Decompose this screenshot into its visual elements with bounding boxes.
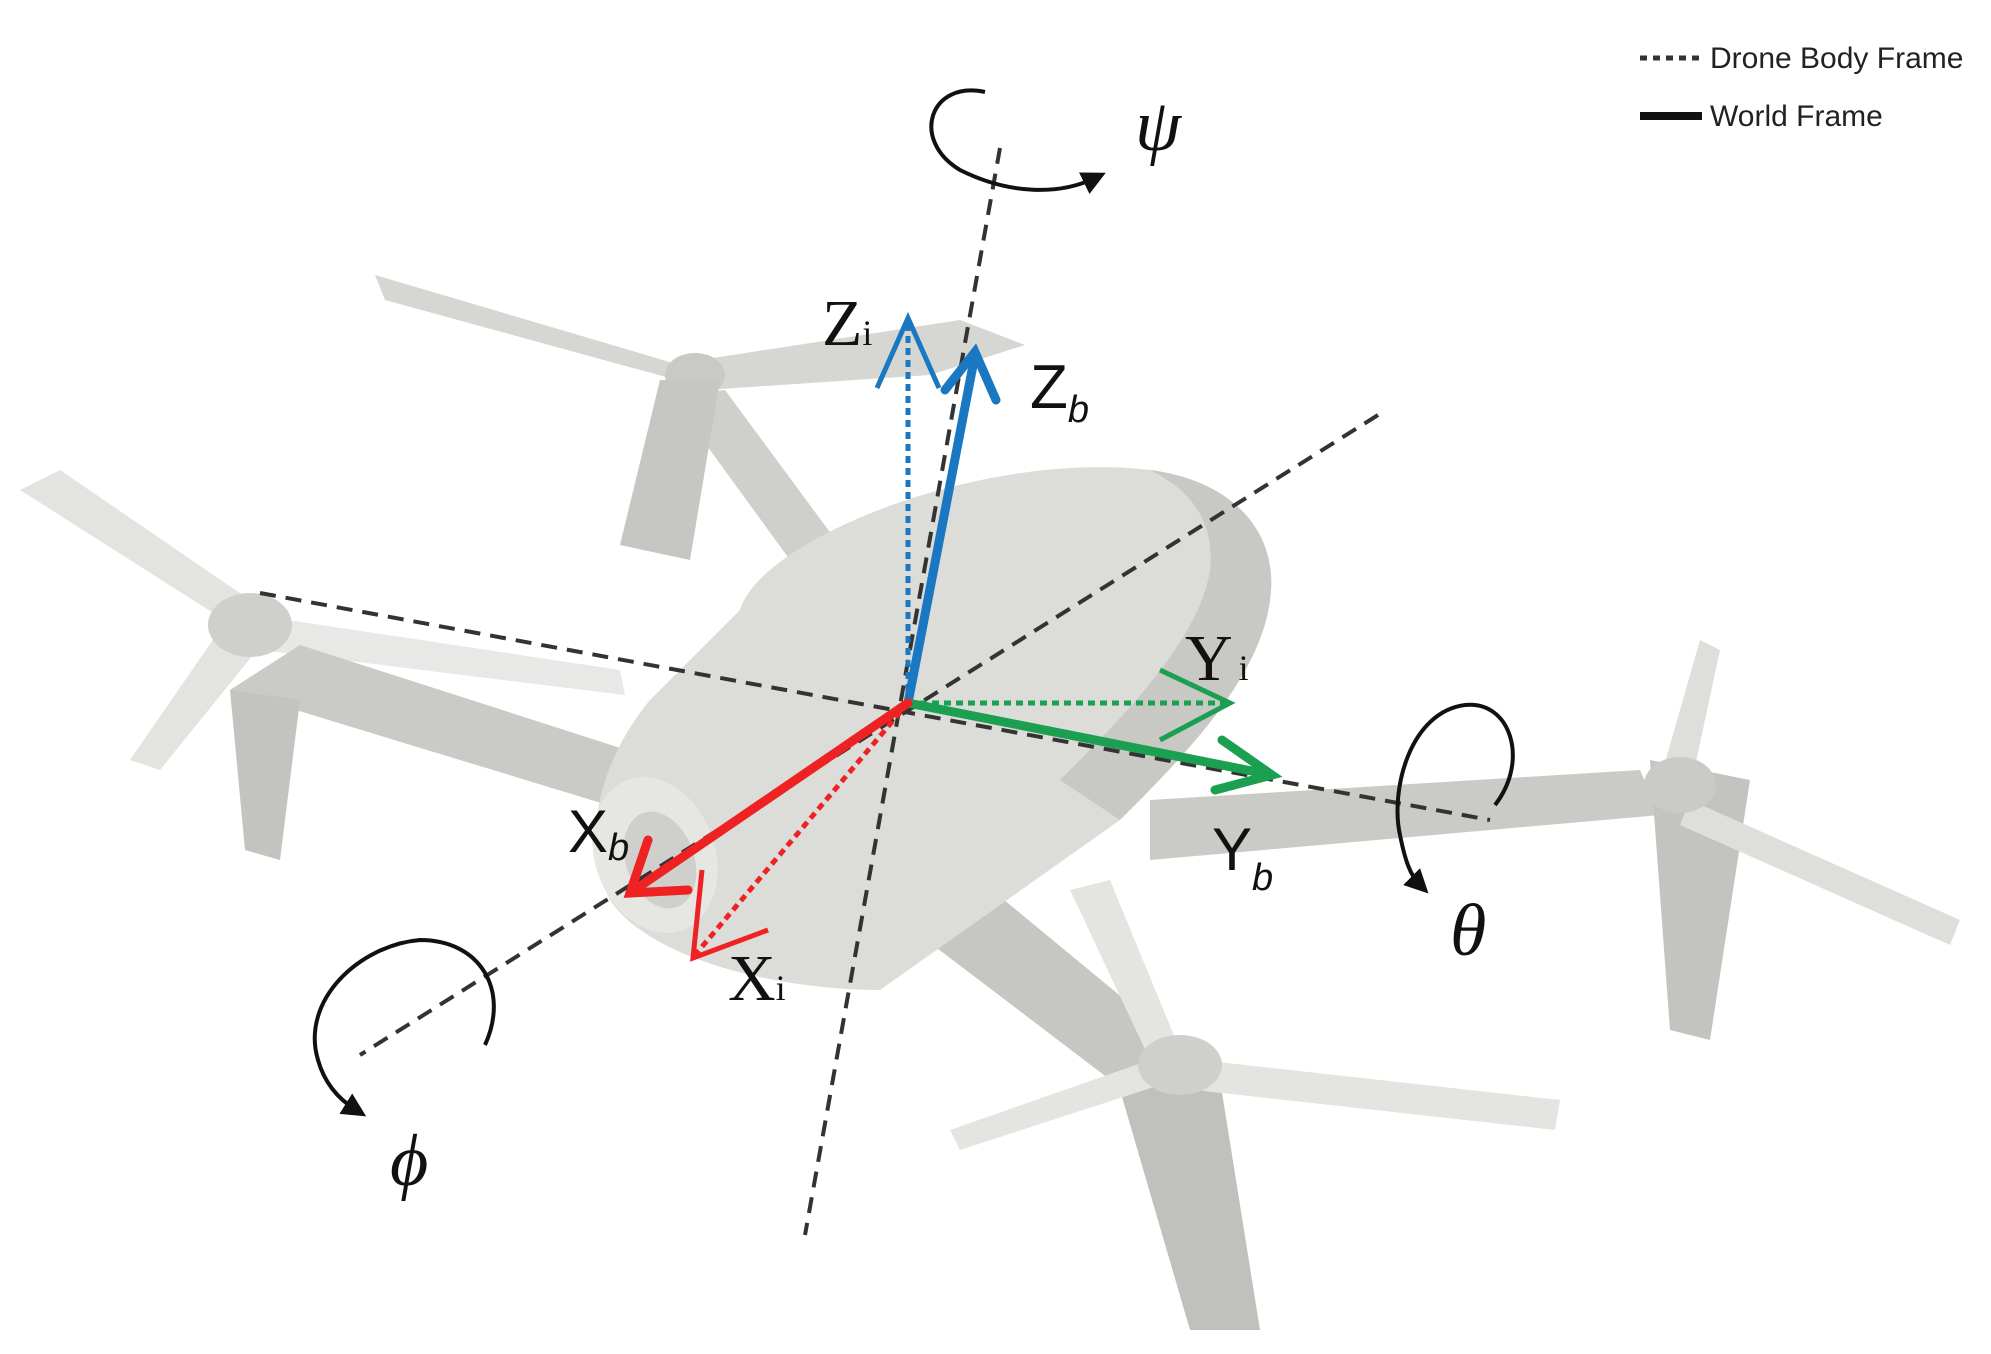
arm-front-left bbox=[230, 645, 720, 860]
angle-labels: ψ θ ϕ bbox=[390, 85, 1486, 1202]
pitch-angle-label: θ bbox=[1450, 890, 1486, 972]
rotation-arrows bbox=[312, 88, 1515, 1117]
drone-illustration bbox=[20, 275, 1960, 1330]
y-body-arrowhead bbox=[1210, 735, 1283, 795]
drone-body bbox=[592, 467, 1272, 990]
z-body-arrowhead bbox=[940, 343, 1001, 405]
propeller-bottom bbox=[950, 880, 1560, 1150]
y-body-axis bbox=[903, 698, 1277, 780]
z-world-label: Zi bbox=[822, 287, 872, 360]
dashed-pitch-axis bbox=[259, 591, 1491, 822]
x-world-arrowhead bbox=[690, 869, 769, 962]
propeller-back-left bbox=[375, 275, 1025, 397]
arm-bottom bbox=[900, 880, 1260, 1330]
x-body-arrowhead bbox=[623, 835, 693, 898]
x-body-axis bbox=[625, 698, 913, 898]
body-frame-axes bbox=[623, 343, 1283, 898]
propeller-front-left bbox=[20, 470, 625, 770]
x-world-label: Xi bbox=[728, 942, 786, 1015]
x-world-axis bbox=[693, 701, 910, 957]
pitch-rotation-icon bbox=[1395, 702, 1515, 894]
dashed-yaw-axis bbox=[803, 147, 1002, 1236]
world-frame-axes bbox=[690, 311, 1236, 962]
y-world-arrowhead bbox=[1158, 667, 1236, 743]
z-body-label: Zb bbox=[1030, 353, 1089, 431]
roll-rotation-icon bbox=[312, 937, 496, 1117]
legend-body-frame-label: Drone Body Frame bbox=[1710, 42, 1963, 75]
yaw-rotation-icon bbox=[929, 88, 1106, 195]
y-body-label: Yb bbox=[1212, 816, 1273, 899]
legend: Drone Body Frame World Frame bbox=[1640, 42, 1963, 133]
yaw-angle-label: ψ bbox=[1135, 85, 1183, 167]
propeller-right bbox=[1644, 640, 1960, 945]
z-body-axis bbox=[903, 350, 980, 708]
roll-angle-label: ϕ bbox=[390, 1120, 428, 1202]
legend-world-frame-label: World Frame bbox=[1710, 100, 1883, 133]
x-body-label: Xb bbox=[568, 798, 629, 869]
z-world-arrowhead bbox=[874, 311, 942, 390]
